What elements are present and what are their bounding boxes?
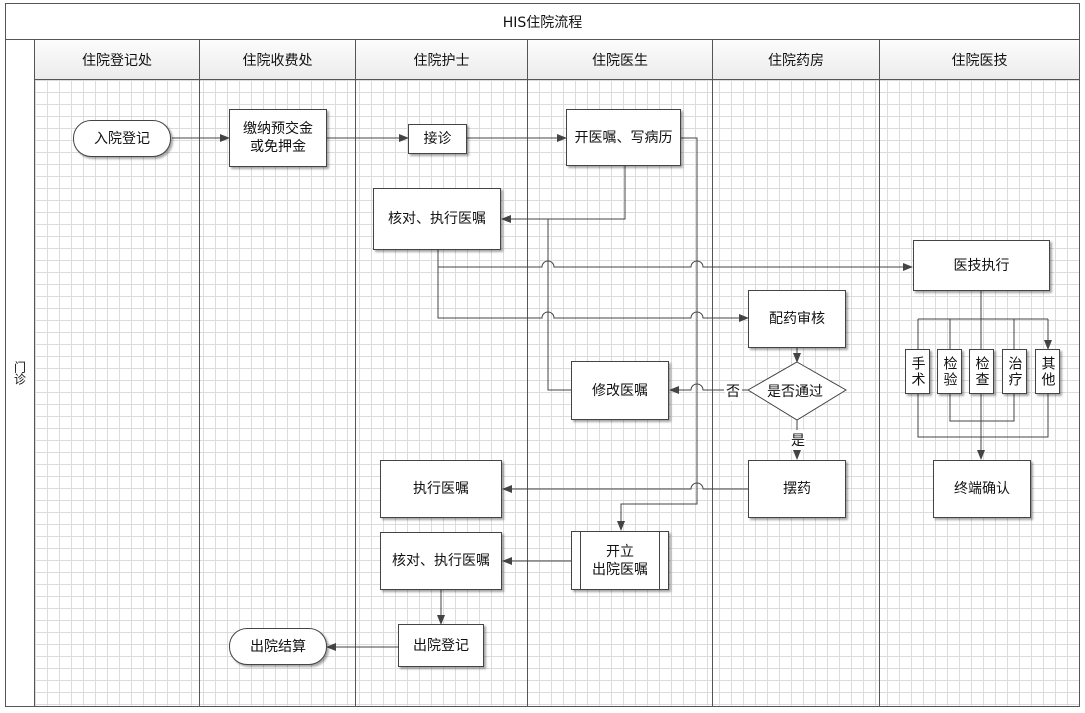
- node-execute-orders: 执行医嘱: [380, 460, 502, 518]
- lane-header-doctor: 住院医生: [528, 40, 713, 80]
- node-receive-patient: 接诊: [408, 124, 467, 154]
- edge-dispense-to-execute: [502, 482, 748, 493]
- lane-header-nurse: 住院护士: [356, 40, 528, 80]
- node-medtech-execute: 医技执行: [913, 240, 1050, 291]
- edge-orders-to-check: [501, 166, 626, 223]
- node-dispense-medicine: 摆药: [748, 460, 846, 518]
- predefined-process-bar: [659, 531, 660, 590]
- lane-header-pharmacy: 住院药房: [713, 40, 880, 80]
- node-write-orders: 开医嘱、写病历: [566, 109, 681, 166]
- edge-modify-to-check: [547, 219, 571, 391]
- node-admission-registration: 入院登记: [73, 120, 171, 157]
- lane-divider: [527, 80, 528, 707]
- node-pass-decision: 是否通过: [767, 384, 823, 400]
- node-check-execute-orders-1: 核对、执行医嘱: [373, 188, 501, 250]
- diagram-title: HIS住院流程: [5, 3, 1080, 40]
- decision-no-label: 否: [725, 381, 741, 401]
- decision-diamond-shape: [747, 361, 847, 421]
- node-discharge-registration: 出院登记: [398, 624, 484, 667]
- edge-medtech-to-items: [917, 291, 1049, 348]
- lane-divider: [879, 80, 880, 707]
- edge-check-to-medtech: [437, 250, 913, 271]
- lane-header-cashier: 住院收费处: [200, 40, 356, 80]
- lane-divider: [1079, 80, 1080, 707]
- node-examination: 检查: [969, 349, 994, 394]
- node-lab-test: 检验: [937, 349, 962, 394]
- edge-orders-to-discharge: [617, 137, 698, 531]
- edge-items-to-confirm: [917, 394, 1049, 459]
- lane-divider: [712, 80, 713, 707]
- lane-header-registration: 住院登记处: [35, 40, 200, 80]
- lane-divider: [199, 80, 200, 707]
- node-check-execute-orders-2: 核对、执行医嘱: [380, 532, 502, 590]
- node-discharge-settlement: 出院结算: [229, 628, 327, 665]
- node-modify-orders: 修改医嘱: [571, 361, 669, 420]
- lane-divider: [355, 80, 356, 707]
- decision-yes-label: 是: [790, 430, 806, 450]
- node-pay-deposit: 缴纳预交金 或免押金: [229, 109, 327, 167]
- node-dispense-review: 配药审核: [748, 290, 846, 348]
- node-surgery: 手术: [905, 349, 930, 394]
- node-other: 其他: [1035, 349, 1060, 394]
- lane-header-medtech: 住院医技: [880, 40, 1080, 80]
- edge-medtech-arrows: [917, 319, 1048, 349]
- bottom-border: [35, 706, 1080, 707]
- node-terminal-confirm: 终端确认: [933, 460, 1031, 518]
- side-lane-label: 门诊: [5, 40, 35, 707]
- node-treatment: 治疗: [1002, 349, 1027, 394]
- predefined-process-bar: [580, 531, 581, 590]
- node-discharge-order: 开立 出院医嘱: [571, 531, 669, 590]
- edge-check-to-dispense-review: [437, 267, 749, 322]
